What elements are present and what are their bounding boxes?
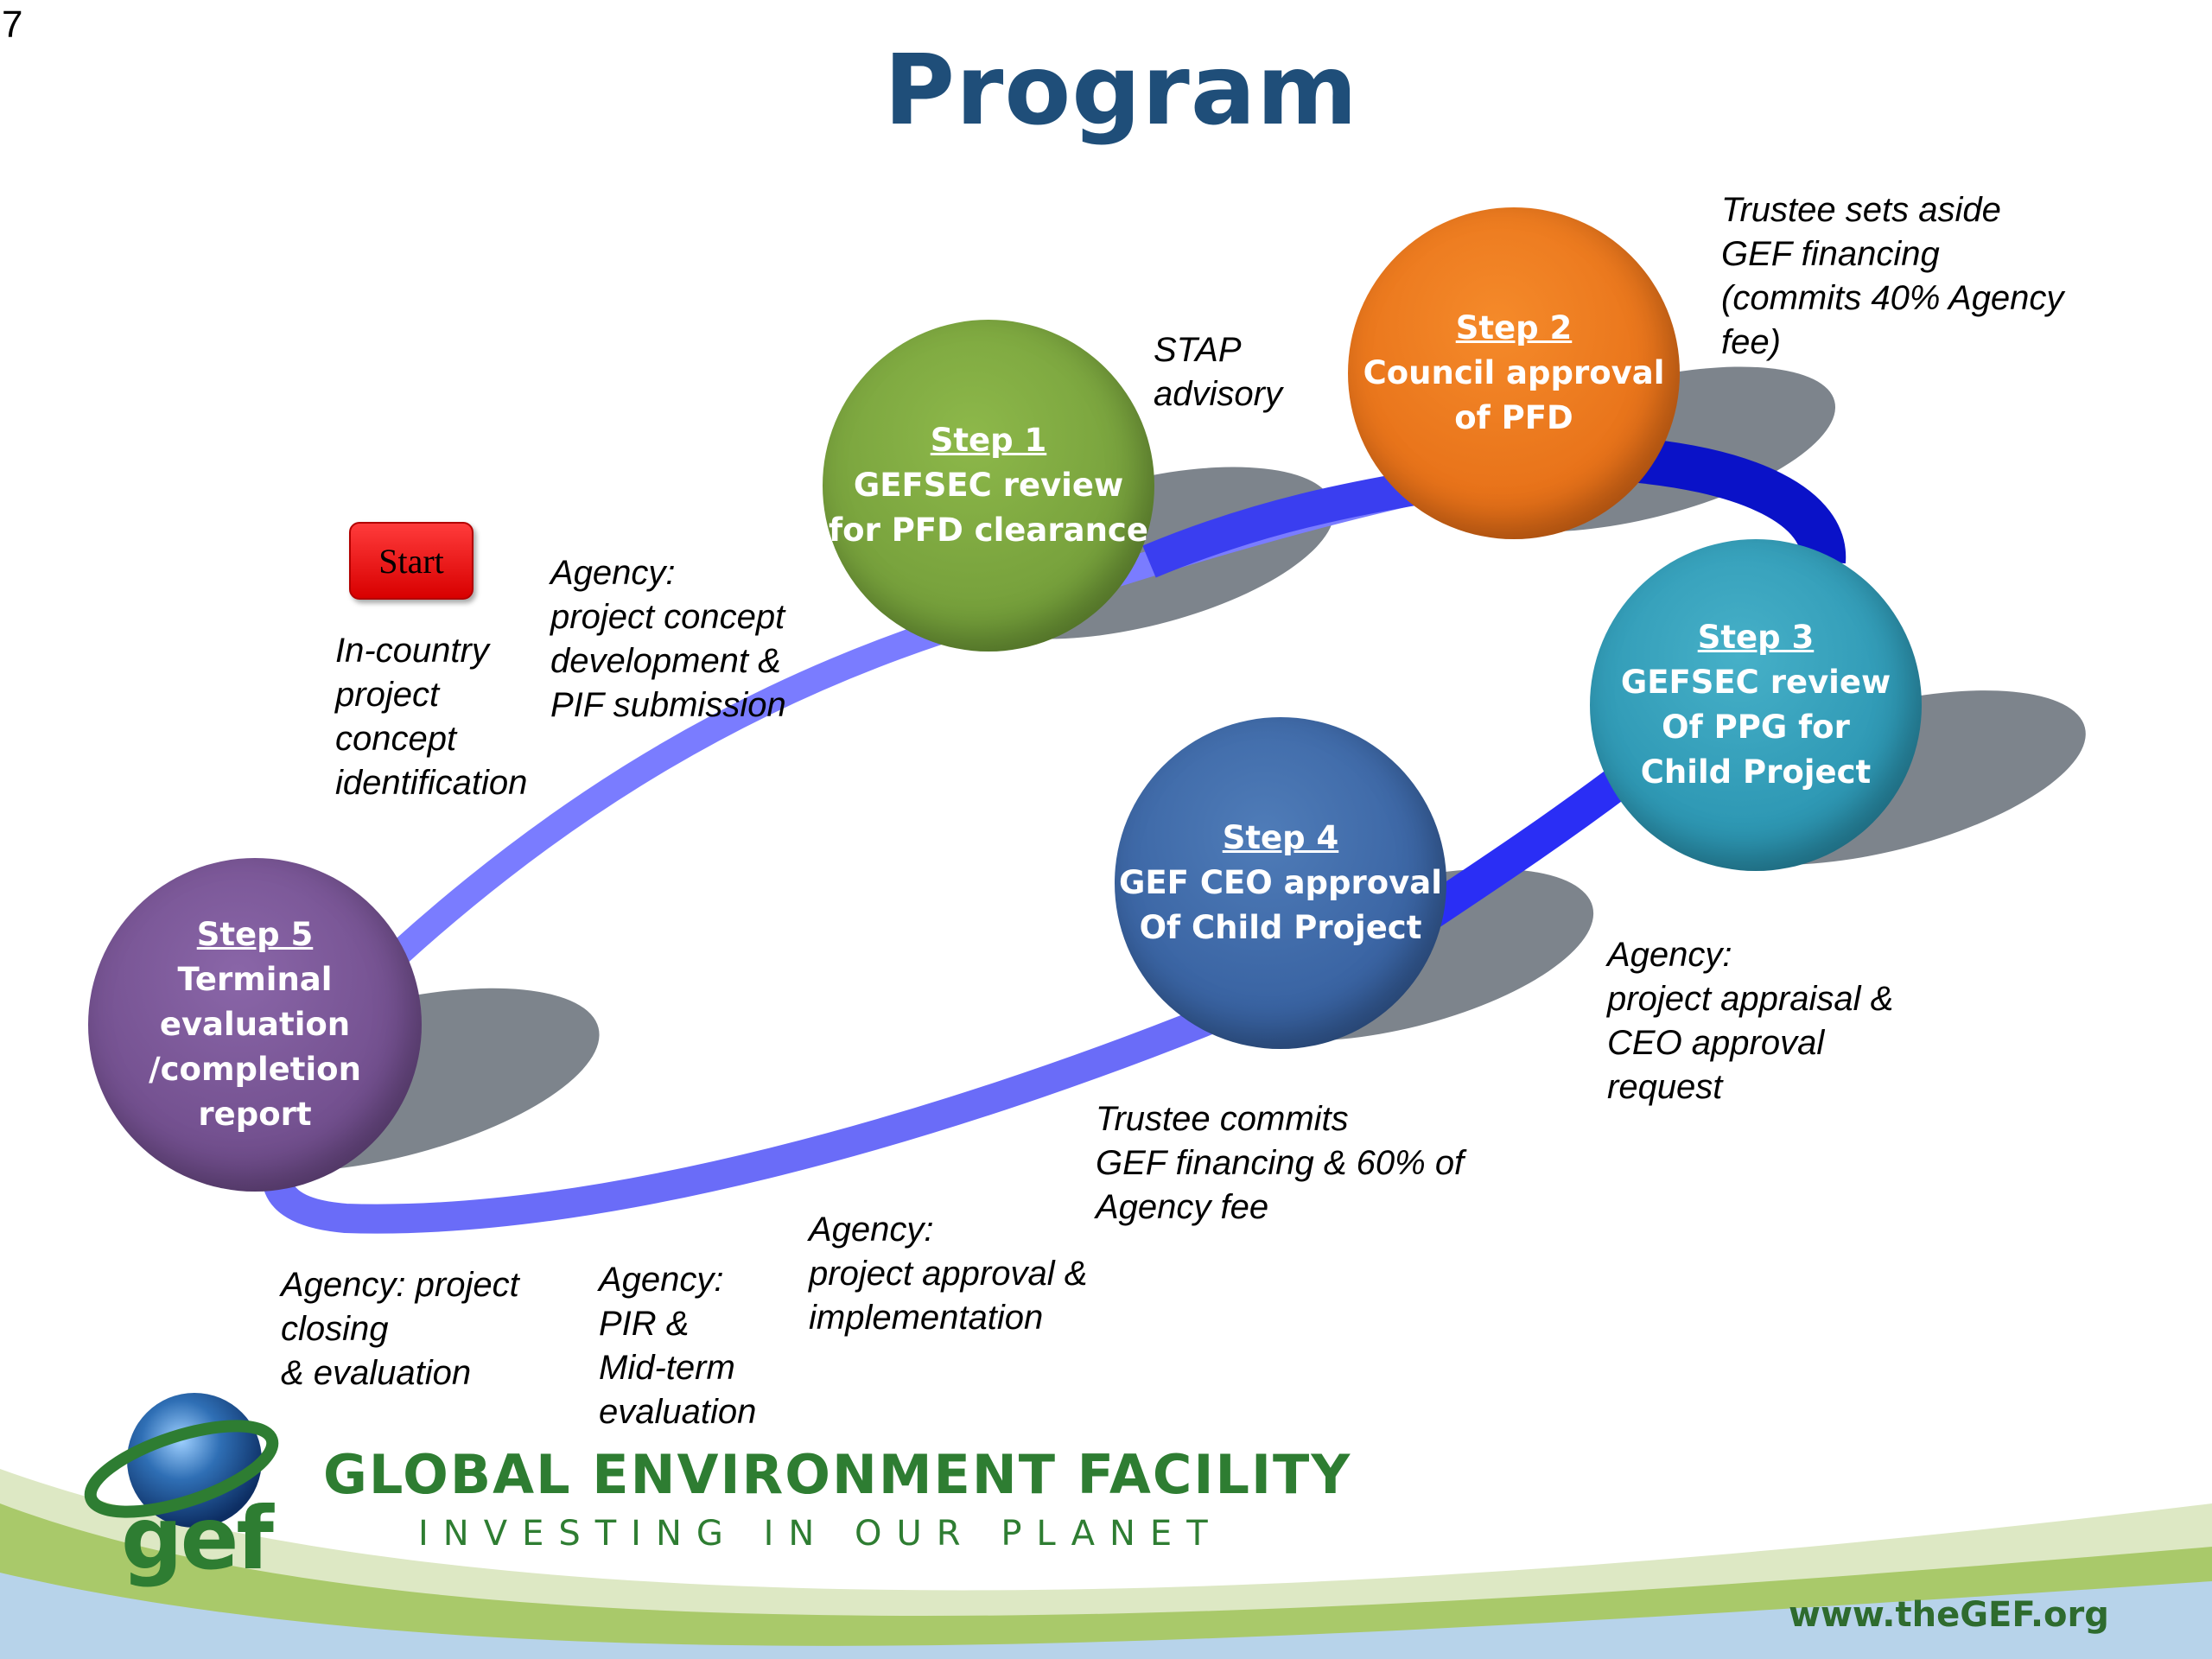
note-stap-advisory: STAP advisory [1154,331,1282,413]
step-3-line: Of PPG for [1662,709,1850,746]
step-3-circle: Step 3 GEFSEC review Of PPG for Child Pr… [1590,539,1922,871]
footer-wave-blue [0,1573,2212,1659]
note-trustee-sets-aside: Trustee sets aside GEF financing (commit… [1721,191,2064,361]
step-1-number: Step 1 [930,422,1047,459]
website-link[interactable]: www.theGEF.org [1789,1595,2109,1635]
globe-ring-icon [84,1420,279,1518]
note-agency-closing: Agency: project closing & evaluation [281,1266,519,1392]
step-3-line: GEFSEC review [1620,664,1891,701]
step-5-circle: Step 5 Terminal evaluation /completion r… [88,858,422,1192]
cycle-path-right [1415,763,1635,931]
note-agency-pir: Agency: PIR & Mid-term evaluation [599,1261,757,1431]
step-5-number: Step 5 [196,916,314,953]
step-1-line: GEFSEC review [853,467,1124,504]
step-2-number: Step 2 [1455,309,1573,346]
note-in-country: In-country project concept identificatio… [335,632,528,802]
note-agency-concept: Agency: project concept development & PI… [550,554,786,724]
step-5-line: Terminal evaluation [159,961,351,1043]
page-title: Program [884,35,1358,147]
step-3-line: Child Project [1640,753,1872,791]
step-1-circle: Step 1 GEFSEC review for PFD clearance [823,320,1154,652]
org-name: GLOBAL ENVIRONMENT FACILITY [323,1443,1352,1506]
step-4-number: Step 4 [1222,819,1339,856]
note-trustee-commits: Trustee commits GEF financing & 60% of A… [1096,1100,1465,1226]
step-4-circle: Step 4 GEF CEO approval Of Child Project [1115,717,1446,1049]
note-agency-approval: Agency: project approval & implementatio… [809,1211,1088,1337]
org-tagline: INVESTING IN OUR PLANET [418,1514,1223,1554]
step-2-line: of PFD [1454,399,1573,436]
step-2-line: Council approval [1363,354,1665,391]
note-agency-appraisal: Agency: project appraisal & CEO approval… [1607,936,1894,1106]
step-3-number: Step 3 [1697,619,1815,656]
step-4-line: Of Child Project [1139,909,1422,946]
step-5-line: report [198,1096,312,1133]
step-5-line: /completion [149,1051,361,1088]
start-button[interactable]: Start [349,522,474,600]
step-4-line: GEF CEO approval [1119,864,1442,901]
step-1-line: for PFD clearance [829,512,1148,549]
step-2-circle: Step 2 Council approval of PFD [1348,207,1680,539]
gef-logo-text: gef [121,1488,274,1589]
slide-number: 7 [2,3,23,46]
cycle-path-lower [262,1006,1216,1234]
cycle-path-turn [1605,435,1847,564]
